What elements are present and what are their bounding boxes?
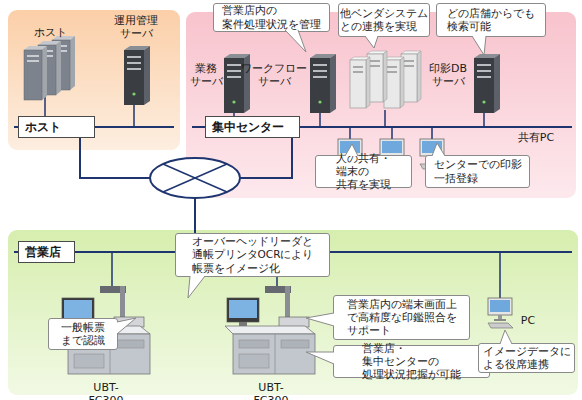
callout-text: オーバーヘッドリーダと 通帳プリンタOCRにより 帳票をイメージ化	[192, 235, 314, 274]
callout-box: 営業店内の端末画面上 で高精度な印鑑照合を サポート	[333, 295, 470, 340]
callout-text: 一般帳票 まで認識	[61, 321, 105, 347]
callout-text: 人の共有・端末の 共有を実現	[336, 152, 391, 191]
zone-label: ホスト	[18, 116, 95, 138]
callout-box: 営業店内の 案件処理状況を管理	[213, 3, 330, 32]
callout-text: 営業店内の 案件処理状況を管理	[222, 4, 321, 30]
part-label: UBT-FC300	[89, 381, 124, 400]
callout-text: 営業店・集中センターの 処理状況把握が可能	[362, 342, 461, 381]
callout-box: 一般帳票 まで認識	[48, 318, 118, 350]
callout-text: イメージデータに よる役席連携	[483, 345, 571, 371]
callout-box: 人の共有・端末の 共有を実現	[315, 155, 412, 188]
callout-text: 営業店内の端末画面上 で高精度な印鑑照合を サポート	[347, 298, 457, 337]
part-label: 運用管理 サーバ	[114, 14, 158, 40]
part-label: PC	[521, 314, 535, 327]
callout-box: どの店舗からでも 検索可能	[436, 3, 546, 37]
part-label: UBT-FC300	[254, 381, 289, 400]
zone-area: 集中センター営業店内の 案件処理状況を管理他ベンダシステム との連携を実現どの店…	[186, 12, 576, 198]
zone-label: 営業店	[18, 241, 75, 263]
callout-text: どの店舗からでも 検索可能	[447, 7, 535, 33]
callout-box: オーバーヘッドリーダと 通帳プリンタOCRにより 帳票をイメージ化	[175, 233, 330, 277]
part-label: ホスト	[34, 26, 67, 39]
zone-label: 集中センター	[205, 116, 300, 138]
zone-area: 営業店 オーバーヘッドリーダと 通帳プリンタOCRにより 帳票をイメージ化一般帳票…	[8, 230, 578, 395]
part-label: 業務 サーバ	[190, 62, 223, 88]
callout-box: 営業店・集中センターの 処理状況把握が可能	[333, 345, 490, 378]
callout-text: 他ベンダシステム との連携を実現	[340, 7, 428, 33]
callout-box: イメージデータに よる役席連携	[478, 343, 575, 373]
callout-text: センターでの印影 一括登録	[434, 158, 522, 184]
callout-box: センターでの印影 一括登録	[425, 155, 530, 188]
part-label: ワークフロー サーバ	[241, 62, 307, 88]
part-label: 印影DB サーバ	[429, 62, 467, 88]
callout-box: 他ベンダシステム との連携を実現	[338, 3, 430, 37]
part-label: 共有PC	[518, 131, 554, 144]
